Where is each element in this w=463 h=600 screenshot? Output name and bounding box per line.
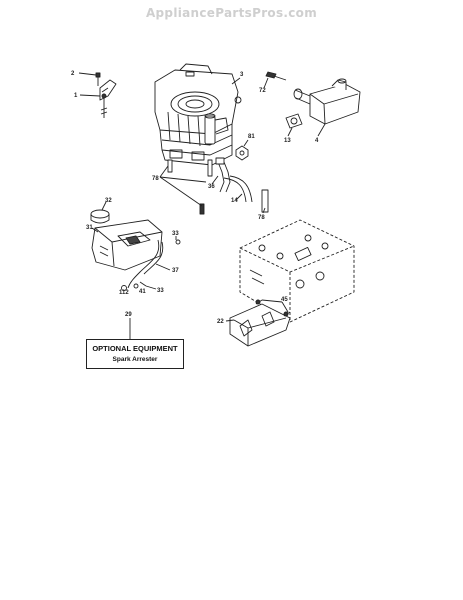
callout-81: 81: [248, 134, 255, 140]
callout-33-bottom: 33: [157, 288, 164, 294]
callout-37: 37: [172, 268, 179, 274]
callout-29: 29: [125, 312, 132, 318]
spark-arrester-label: Spark Arrester: [112, 356, 158, 363]
callout-36: 36: [208, 184, 215, 190]
callout-112: 112: [119, 290, 129, 296]
callout-31: 31: [86, 225, 93, 231]
fuel-line-clamps-part[interactable]: [121, 239, 181, 291]
callout-22: 22: [217, 319, 224, 325]
chassis-plate-part[interactable]: [239, 219, 355, 323]
fuel-cap-part[interactable]: [90, 209, 110, 224]
callout-41: 41: [139, 289, 146, 295]
engine-part[interactable]: [154, 63, 242, 166]
callout-33-top: 33: [172, 231, 179, 237]
heat-shield-part[interactable]: [229, 299, 291, 347]
callout-72: 72: [259, 88, 266, 94]
fuel-tank-part[interactable]: [91, 219, 163, 271]
callout-2: 2: [71, 71, 75, 77]
callout-78-right: 78: [258, 215, 265, 221]
callout-3: 3: [240, 72, 244, 78]
callout-4: 4: [315, 138, 319, 144]
optional-equipment-box[interactable]: OPTIONAL EQUIPMENT Spark Arrester: [86, 339, 184, 369]
watermark: AppliancePartsPros.com: [145, 6, 318, 20]
callout-13: 13: [284, 138, 291, 144]
callout-14: 14: [231, 198, 238, 204]
callout-78-left: 78: [152, 176, 159, 182]
fuel-line-part[interactable]: [215, 157, 253, 203]
bolt-72-part[interactable]: [265, 71, 287, 81]
optional-equipment-title: OPTIONAL EQUIPMENT: [92, 344, 178, 353]
nut-81-part[interactable]: [235, 145, 249, 161]
callout-1: 1: [74, 93, 78, 99]
callout-45: 45: [281, 297, 288, 303]
mounting-bolts-part[interactable]: [167, 159, 269, 215]
gasket-part[interactable]: [285, 113, 303, 129]
muffler-part[interactable]: [293, 78, 361, 125]
callout-32: 32: [105, 198, 112, 204]
